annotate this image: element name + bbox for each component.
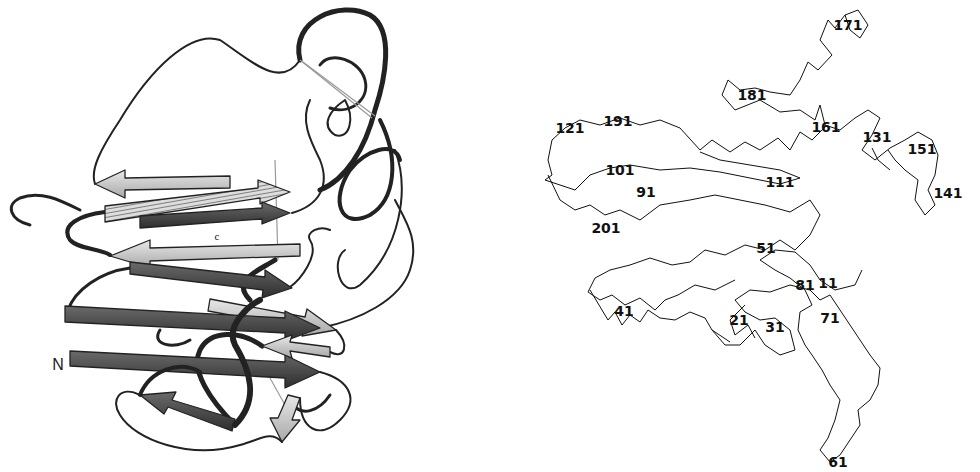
terminus-label: c bbox=[215, 231, 220, 242]
residue-number: 81 bbox=[795, 278, 814, 292]
residue-number: 131 bbox=[862, 130, 891, 144]
residue-number: 51 bbox=[756, 241, 775, 255]
ribbon-loops bbox=[11, 10, 413, 450]
residue-number: 111 bbox=[765, 175, 794, 189]
residue-number: 61 bbox=[828, 455, 847, 469]
ca-trace bbox=[545, 10, 938, 462]
terminus-label: N bbox=[52, 357, 64, 373]
beta-strands bbox=[65, 170, 336, 442]
residue-number: 151 bbox=[907, 142, 936, 156]
residue-number: 101 bbox=[605, 163, 634, 177]
residue-number: 11 bbox=[818, 276, 837, 290]
residue-number: 171 bbox=[833, 18, 862, 32]
disulfide-bonds bbox=[260, 60, 375, 405]
residue-number: 141 bbox=[933, 186, 962, 200]
residue-number: 21 bbox=[729, 313, 748, 327]
ribbon-front-loops bbox=[140, 300, 260, 425]
residue-number: 71 bbox=[820, 311, 839, 325]
residue-number: 181 bbox=[737, 88, 766, 102]
residue-number: 201 bbox=[591, 221, 620, 235]
residue-number: 31 bbox=[765, 320, 784, 334]
residue-number: 161 bbox=[811, 120, 840, 134]
residue-number: 191 bbox=[603, 114, 632, 128]
residue-number: 91 bbox=[636, 185, 655, 199]
residue-number: 41 bbox=[614, 304, 633, 318]
residue-number: 121 bbox=[555, 121, 584, 135]
